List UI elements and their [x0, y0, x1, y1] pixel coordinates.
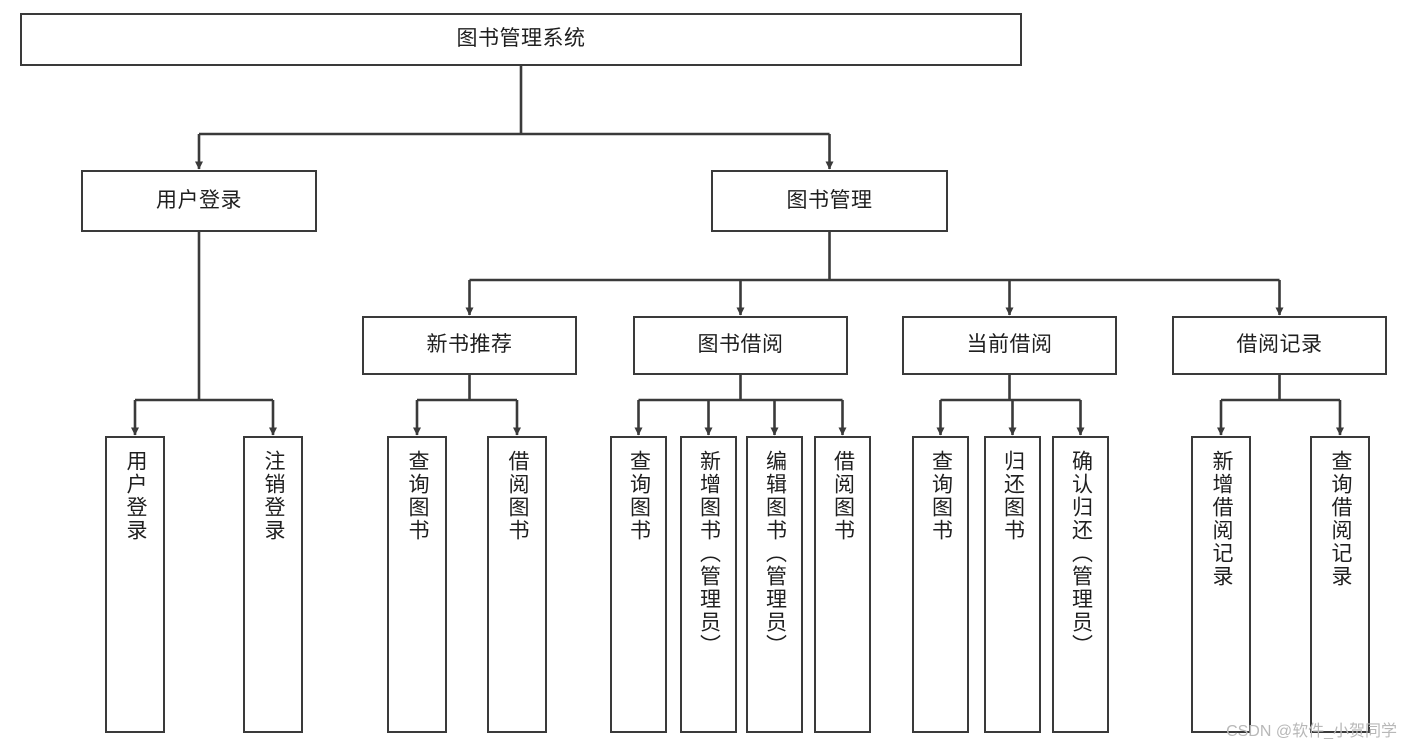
node-label-new-book-recommend: 新书推荐 [426, 333, 513, 357]
node-leaf-add-record[interactable]: 新增借阅记录 [1191, 436, 1251, 733]
node-book-manage[interactable]: 图书管理 [711, 170, 948, 232]
node-label-current-borrow: 当前借阅 [966, 333, 1053, 357]
node-label-book-borrow: 图书借阅 [697, 333, 784, 357]
node-label-leaf-confirm-return: 确认归还（管理员） [1069, 450, 1093, 657]
node-book-borrow[interactable]: 图书借阅 [633, 316, 848, 375]
node-leaf-return-book[interactable]: 归还图书 [984, 436, 1041, 733]
node-user-login[interactable]: 用户登录 [81, 170, 317, 232]
node-label-root: 图书管理系统 [456, 27, 586, 51]
node-label-leaf-edit-book: 编辑图书（管理员） [763, 450, 787, 657]
watermark-text: CSDN @软件_小贺同学 [1226, 723, 1397, 740]
node-leaf-logout[interactable]: 注销登录 [243, 436, 303, 733]
node-label-leaf-query-book-2: 查询图书 [627, 450, 651, 542]
node-borrow-record[interactable]: 借阅记录 [1172, 316, 1387, 375]
node-new-book-recommend[interactable]: 新书推荐 [362, 316, 577, 375]
node-leaf-user-login[interactable]: 用户登录 [105, 436, 165, 733]
node-leaf-query-book-1[interactable]: 查询图书 [387, 436, 447, 733]
node-leaf-query-record[interactable]: 查询借阅记录 [1310, 436, 1370, 733]
node-label-leaf-add-book: 新增图书（管理员） [697, 450, 721, 657]
node-leaf-edit-book[interactable]: 编辑图书（管理员） [746, 436, 803, 733]
node-label-leaf-user-login: 用户登录 [124, 450, 148, 542]
node-label-leaf-query-book-1: 查询图书 [406, 450, 430, 542]
node-label-leaf-return-book: 归还图书 [1001, 450, 1025, 542]
connector-lines [131, 66, 1344, 436]
node-label-leaf-borrow-book-2: 借阅图书 [831, 450, 855, 542]
node-leaf-borrow-book-1[interactable]: 借阅图书 [487, 436, 547, 733]
node-current-borrow[interactable]: 当前借阅 [902, 316, 1117, 375]
node-label-leaf-add-record: 新增借阅记录 [1210, 450, 1234, 588]
node-label-borrow-record: 借阅记录 [1236, 333, 1323, 357]
node-leaf-query-book-3[interactable]: 查询图书 [912, 436, 969, 733]
node-root[interactable]: 图书管理系统 [20, 13, 1022, 66]
node-label-leaf-query-record: 查询借阅记录 [1329, 450, 1353, 588]
node-label-user-login: 用户登录 [156, 188, 242, 212]
node-label-leaf-logout: 注销登录 [262, 450, 286, 542]
node-leaf-confirm-return[interactable]: 确认归还（管理员） [1052, 436, 1109, 733]
node-leaf-query-book-2[interactable]: 查询图书 [610, 436, 667, 733]
node-leaf-borrow-book-2[interactable]: 借阅图书 [814, 436, 871, 733]
node-label-leaf-query-book-3: 查询图书 [929, 450, 953, 542]
node-label-leaf-borrow-book-1: 借阅图书 [506, 450, 530, 542]
node-label-book-manage: 图书管理 [786, 188, 873, 212]
node-leaf-add-book[interactable]: 新增图书（管理员） [680, 436, 737, 733]
